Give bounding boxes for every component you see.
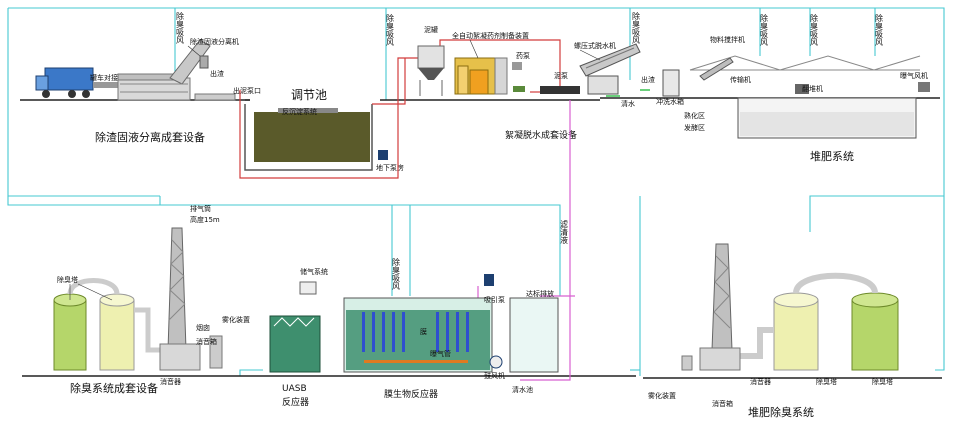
compost-silencer xyxy=(699,347,741,371)
stack-label: 排气筒 xyxy=(190,204,211,213)
mbr-label: 膜生物反应器 xyxy=(384,388,438,400)
deodor-tower-right xyxy=(732,272,899,371)
compost-box-label: 消音箱 xyxy=(712,399,733,408)
fermentation-label: 发酵区 xyxy=(684,123,705,132)
belt-label: 传输机 xyxy=(730,75,751,84)
ground-lines xyxy=(20,97,942,379)
water-lines xyxy=(477,100,575,381)
uasb-label: UASB xyxy=(282,384,307,394)
dosing-unit xyxy=(454,57,508,95)
conveyor xyxy=(699,57,734,81)
sump-pump-label: 地下泵房 xyxy=(376,163,404,172)
membrane-label: 膜 xyxy=(420,327,427,336)
compost-mist xyxy=(681,355,693,371)
section-title-residue: 除渣固液分离成套设备 xyxy=(95,130,205,144)
reactor-label: 反应器 xyxy=(282,396,309,408)
air-storage xyxy=(299,281,317,295)
screw-press-label: 螺压式脱水机 xyxy=(574,41,616,50)
slag-out-label: 出渣 xyxy=(210,69,224,78)
section-title-compost-deodor: 堆肥除臭系统 xyxy=(748,405,814,419)
deodor-tower-left xyxy=(53,278,168,371)
aeration-fan xyxy=(918,82,930,92)
dosing-unit-label: 全自动絮凝药剂制备装置 xyxy=(452,31,529,40)
compost-shed xyxy=(689,55,921,139)
compost-mist-label: 雾化装置 xyxy=(648,391,676,400)
clear-water-pool xyxy=(509,297,559,373)
suction-pump-label: 吸引泵 xyxy=(484,295,505,304)
duct-label-7: 除臭吸风 xyxy=(392,257,401,291)
silencer-box xyxy=(159,343,201,371)
section-title-compost: 堆肥系统 xyxy=(810,150,854,163)
air-system-label: 储气系统 xyxy=(300,267,328,276)
duct-label-4: 除臭吸风 xyxy=(760,13,769,47)
reagent-pump-label: 药泵 xyxy=(516,51,530,60)
duct-label-3: 除臭吸风 xyxy=(632,11,641,45)
truck-hatch xyxy=(93,82,123,88)
separator-label: 除渣固液分离机 xyxy=(190,37,239,46)
outlet-pump-label: 出泥泵口 xyxy=(233,86,261,95)
compost-silencer-label: 消音器 xyxy=(750,377,771,386)
exhaust-stack xyxy=(167,227,187,351)
compost-tower-label-2: 除臭塔 xyxy=(872,377,893,386)
separator-machine xyxy=(117,39,211,101)
slag-out-label-2: 出渣 xyxy=(641,75,655,84)
truck xyxy=(35,67,94,98)
compost-tower-label-1: 除臭塔 xyxy=(816,377,837,386)
blower xyxy=(489,355,503,369)
sludge-bin-label: 泥罐 xyxy=(424,25,438,34)
sludge-bin xyxy=(417,45,445,96)
anti-settle-label: 反沉淀系统 xyxy=(282,107,317,116)
turner xyxy=(795,84,809,94)
clear-water-label: 清水 xyxy=(621,99,635,108)
clear-pool-label: 清水池 xyxy=(512,385,533,394)
maturation-label: 熟化区 xyxy=(684,111,705,120)
section-title-floc: 絮凝脱水成套设备 xyxy=(505,129,577,141)
mist-label: 雾化装置 xyxy=(222,315,250,324)
mixer xyxy=(513,86,525,92)
duct-label-2: 除臭吸风 xyxy=(386,13,395,47)
stack-height-label: 高度15m xyxy=(190,215,220,224)
flush-tank-label: 冲洗水箱 xyxy=(656,97,684,106)
duct-label-5: 除臭吸风 xyxy=(810,13,819,47)
mist-device xyxy=(209,335,223,369)
uasb-reactor xyxy=(269,315,321,373)
mbr-tank xyxy=(343,297,493,373)
deodor-tower-label: 除臭塔 xyxy=(57,275,78,284)
truck-hatch-label: 罐车对接装置 xyxy=(90,73,132,82)
sludge-pump-label: 泥泵 xyxy=(554,72,568,80)
sludge-pump xyxy=(540,86,580,94)
muffler-label: 消音器 xyxy=(160,377,181,386)
silencer-box-label: 消音箱 xyxy=(196,337,217,346)
duct-label-6: 除臭吸风 xyxy=(875,13,884,47)
sump-pump xyxy=(378,150,388,160)
discharge-label: 达标排放 xyxy=(526,289,554,298)
duct-label-1: 除臭吸风 xyxy=(176,11,185,45)
reagent-pump xyxy=(512,62,522,70)
filtrate-label: 滤清液 xyxy=(560,219,569,245)
flush-tank xyxy=(662,69,680,97)
regulating-tank-label: 调节池 xyxy=(291,88,327,102)
outlet-trough xyxy=(194,93,236,101)
turner-label: 翻堆机 xyxy=(802,84,823,93)
suction-pump xyxy=(484,274,494,286)
conveyor-label: 物料搅拌机 xyxy=(710,35,745,44)
aeration-fan-label: 曝气风机 xyxy=(900,71,928,80)
blower-label: 鼓风机 xyxy=(484,371,505,380)
screw-press xyxy=(579,43,641,95)
chimney-label: 烟囱 xyxy=(196,323,210,332)
section-title-deodor: 除臭系统成套设备 xyxy=(70,381,158,395)
compost-stack xyxy=(711,243,733,351)
slag-chute xyxy=(199,55,209,69)
regulating-tank xyxy=(244,104,373,171)
air-duct-network xyxy=(7,7,945,376)
aerator-label: 曝气管 xyxy=(430,349,451,358)
